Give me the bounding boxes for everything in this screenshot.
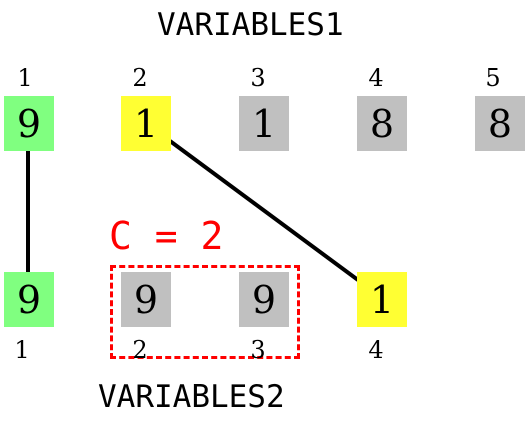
- constraint-box: [110, 265, 300, 359]
- variables2-cell-4: 1: [357, 272, 407, 327]
- variables2-index-3: 3: [250, 336, 266, 364]
- variables1-cell-5: 8: [475, 96, 525, 151]
- variables2-cell-2: 9: [121, 272, 171, 327]
- variables2-index-1: 1: [14, 336, 30, 364]
- variables2-title: VARIABLES2: [98, 379, 285, 415]
- variables2-cell-3: 9: [239, 272, 289, 327]
- variables1-index-4: 4: [368, 64, 384, 92]
- variables2-index-2: 2: [132, 336, 148, 364]
- variables1-cell-2: 1: [121, 96, 171, 151]
- variables1-index-5: 5: [485, 64, 501, 92]
- variables1-cell-4: 8: [357, 96, 407, 151]
- variables2-index-4: 4: [368, 336, 384, 364]
- constraint-label: C = 2: [109, 214, 224, 258]
- variables1-index-1: 1: [17, 64, 33, 92]
- variables2-cell-1: 9: [4, 272, 54, 327]
- variables1-index-3: 3: [250, 64, 266, 92]
- variables1-cell-1: 9: [4, 96, 54, 151]
- link-v1-2-to-v2-4: [168, 139, 360, 282]
- variables1-title: VARIABLES1: [157, 7, 344, 43]
- variables1-index-2: 2: [132, 64, 148, 92]
- variables1-cell-3: 1: [239, 96, 289, 151]
